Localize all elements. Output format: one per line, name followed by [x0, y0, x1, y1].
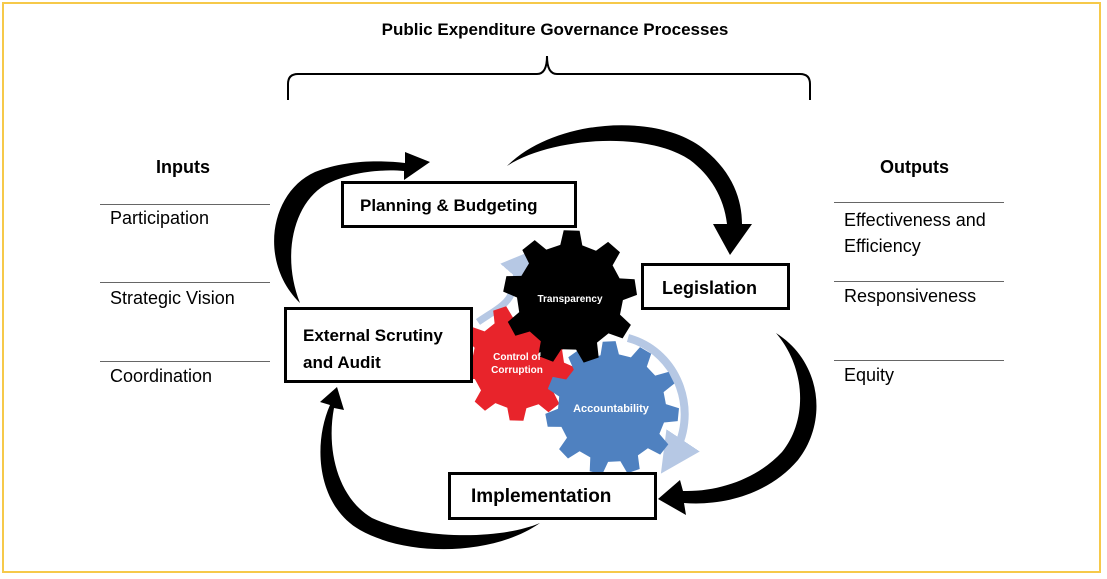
- input-strategic-vision: Strategic Vision: [110, 288, 235, 308]
- outputs-heading: Outputs: [880, 157, 949, 177]
- process-box-planning: Planning & Budgeting: [341, 181, 577, 228]
- gear-transparency: [503, 230, 637, 363]
- arrow-legislation-to-implementation: [658, 333, 817, 515]
- process-label-planning: Planning & Budgeting: [360, 196, 538, 215]
- outputs-rule-3: [834, 360, 1004, 361]
- process-box-legislation: Legislation: [641, 263, 790, 310]
- output-effectiveness-efficiency: Effectiveness and Efficiency: [844, 210, 986, 256]
- arrow-audit-to-planning: [274, 152, 430, 303]
- diagram-title: Public Expenditure Governance Processes: [381, 20, 729, 39]
- gear-label-corruption-line2: Corruption: [491, 365, 543, 376]
- arrow-planning-to-legislation: [507, 125, 752, 255]
- input-coordination: Coordination: [110, 366, 213, 386]
- gear-accountability: [545, 341, 679, 475]
- cycle-arrows: [274, 125, 817, 550]
- arrow-implementation-to-audit: [320, 387, 540, 550]
- outputs-rule-1: [834, 202, 1004, 203]
- process-box-external-audit: External Scrutiny and Audit: [284, 307, 473, 383]
- process-label-implementation: Implementation: [471, 486, 612, 507]
- process-box-implementation: Implementation: [448, 472, 657, 520]
- gear-label-transparency: Transparency: [537, 294, 602, 305]
- diagram-frame: [2, 2, 1101, 573]
- outputs-rule-2: [834, 281, 1004, 282]
- inputs-heading: Inputs: [156, 157, 210, 177]
- inputs-rule-1: [100, 204, 270, 205]
- inputs-rule-3: [100, 361, 270, 362]
- gears: [460, 230, 679, 475]
- process-label-audit-line1: External Scrutiny: [303, 326, 443, 345]
- rotation-arrow-right: [626, 334, 700, 474]
- gear-label-accountability: Accountability: [573, 403, 650, 415]
- inputs-rule-2: [100, 282, 270, 283]
- input-participation: Participation: [110, 208, 210, 228]
- process-label-legislation: Legislation: [662, 278, 758, 298]
- process-label-audit-line2: and Audit: [303, 353, 381, 372]
- top-brace: [287, 55, 811, 100]
- output-responsiveness: Responsiveness: [844, 286, 977, 306]
- gear-label-corruption-line1: Control of: [493, 352, 541, 363]
- output-equity: Equity: [844, 365, 895, 385]
